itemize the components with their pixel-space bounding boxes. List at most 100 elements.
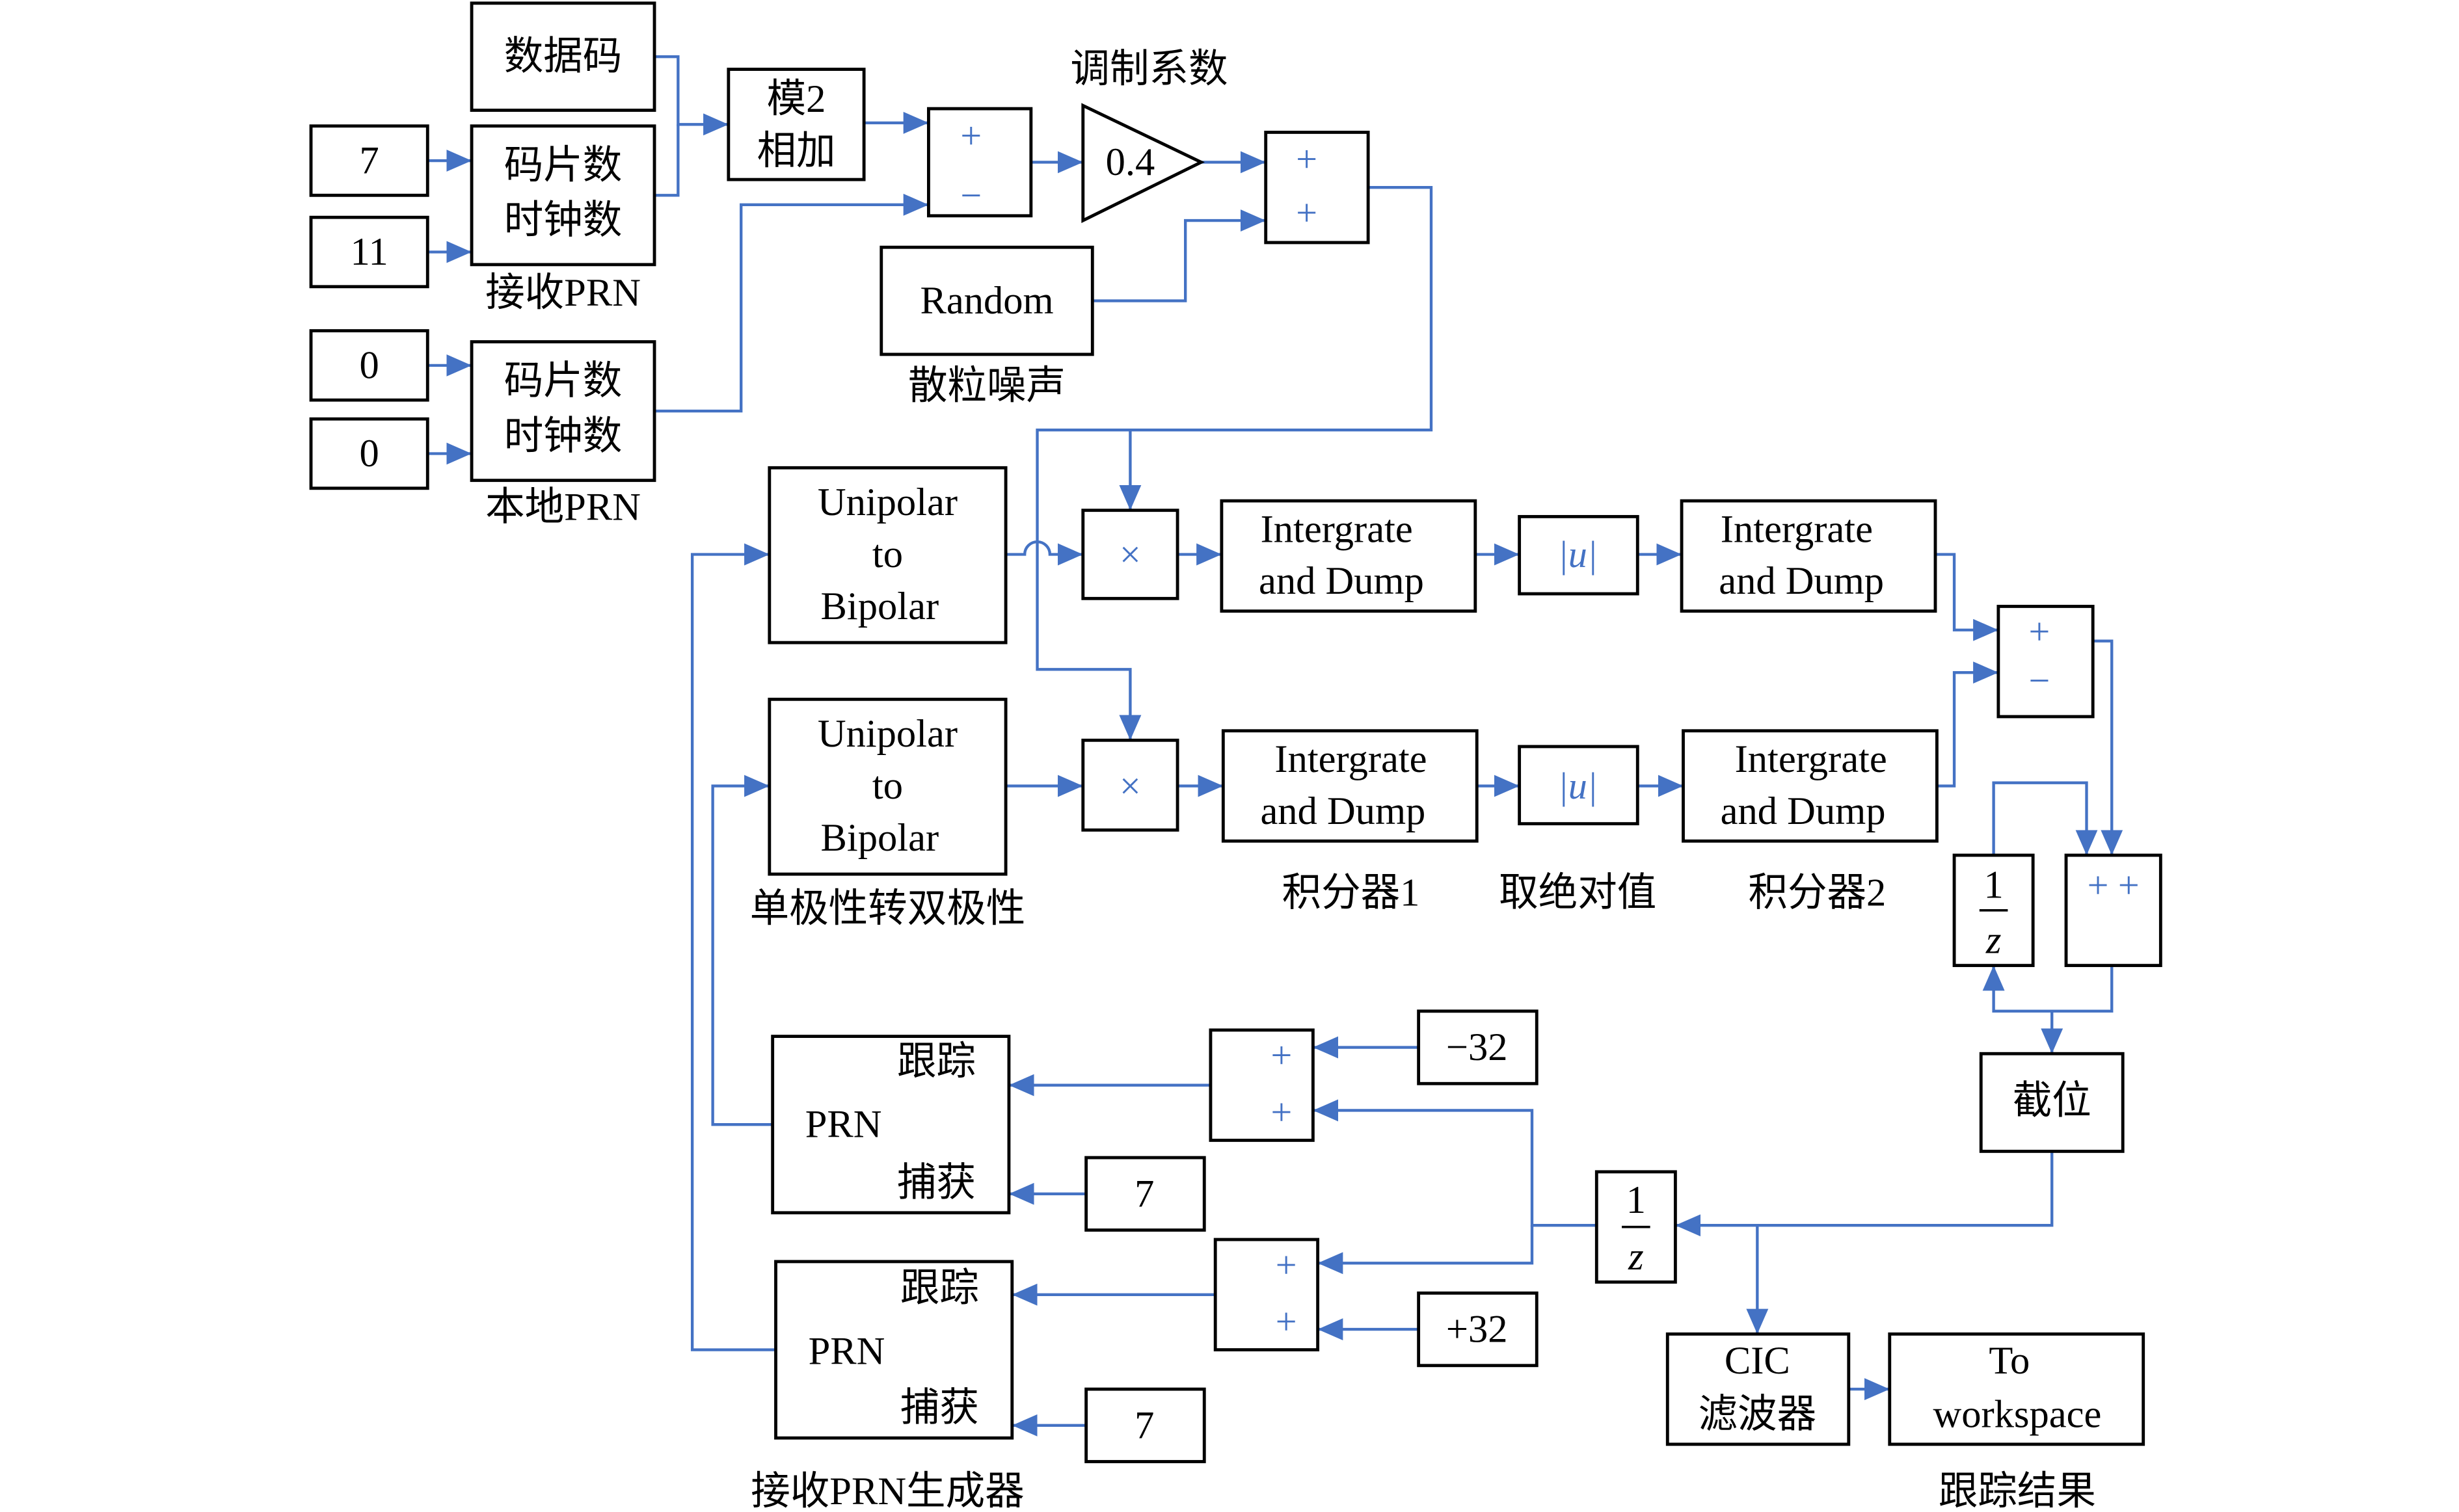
block-label: and Dump <box>1721 789 1886 833</box>
block-label: Unipolar <box>818 481 958 524</box>
block-label: 跟踪 <box>897 1040 976 1083</box>
abs-label: |u| <box>1558 765 1598 807</box>
block-label: 截位 <box>2013 1079 2091 1122</box>
multiply-block-2[interactable]: × <box>1081 738 1179 832</box>
integrate-dump-1[interactable]: Intergrate and Dump <box>1220 499 1477 613</box>
sum-plus-plus-block[interactable]: + + <box>1264 131 1370 245</box>
block-label: Intergrate <box>1274 737 1427 781</box>
data-code-block[interactable]: 数据码 <box>470 1 656 112</box>
sign: + <box>1296 138 1317 180</box>
abs-label: |u| <box>1558 533 1598 576</box>
sign: − <box>2028 659 2050 702</box>
delay-denominator: z <box>1628 1235 1644 1279</box>
sum-plus-minus-block[interactable]: + − <box>927 107 1033 218</box>
sum-upper-block[interactable]: + + <box>1209 1028 1315 1142</box>
block-label: PRN <box>809 1329 885 1373</box>
block-label: 0 <box>360 432 379 475</box>
block-label: 码片数 <box>504 144 623 187</box>
integrate-dump-4[interactable]: Intergrate and Dump <box>1682 729 1939 843</box>
block-label: To <box>1989 1339 2030 1383</box>
block-label: 捕获 <box>897 1161 976 1204</box>
block-label: CIC <box>1725 1339 1790 1383</box>
caption-integrator-2: 积分器2 <box>1748 871 1886 915</box>
sign: + <box>1271 1034 1293 1076</box>
constant-plus32-block[interactable]: +32 <box>1417 1291 1539 1368</box>
unit-delay-block-2[interactable]: 1 z <box>1594 1170 1677 1284</box>
block-label: 相加 <box>757 129 835 173</box>
block-label: Intergrate <box>1261 507 1413 551</box>
integrate-dump-2[interactable]: Intergrate and Dump <box>1680 499 1937 613</box>
delay-denominator: z <box>1985 918 2002 962</box>
sign: + <box>1276 1243 1297 1286</box>
unipolar-to-bipolar-2[interactable]: Unipolar to Bipolar <box>768 697 1008 876</box>
constant-7-block[interactable]: 7 <box>309 124 429 197</box>
block-label: PRN <box>805 1103 882 1147</box>
block-label: −32 <box>1446 1026 1508 1069</box>
sign: + <box>1276 1300 1297 1342</box>
caption-receive-prn: 接收PRN <box>485 271 641 315</box>
block-label: 数据码 <box>504 35 623 79</box>
gain-value: 0.4 <box>1106 140 1155 184</box>
mod2-add-block[interactable]: 模2 相加 <box>727 68 866 181</box>
block-label: 7 <box>360 139 379 183</box>
block-label: 11 <box>351 230 388 274</box>
local-prn-block[interactable]: 码片数 时钟数 <box>470 340 656 483</box>
unit-delay-block-1[interactable]: 1 z <box>1952 853 2035 968</box>
constant-minus32-block[interactable]: −32 <box>1417 1009 1539 1085</box>
constant-7b-block[interactable]: 7 <box>1084 1156 1206 1232</box>
sum-lower-block[interactable]: + + <box>1213 1238 1320 1351</box>
block-label: Bipolar <box>821 816 939 860</box>
block-label: to <box>872 533 903 576</box>
caption-noise: 散粒噪声 <box>908 364 1066 408</box>
sum-error-block[interactable]: + − <box>1996 605 2095 719</box>
caption-unipolar-bipolar: 单极性转双极性 <box>750 887 1026 931</box>
block-label: Intergrate <box>1735 737 1887 781</box>
block-label: 时钟数 <box>504 199 623 243</box>
block-label: Unipolar <box>818 712 958 756</box>
abs-block-1[interactable]: |u| <box>1518 514 1639 596</box>
receive-prn-block[interactable]: 码片数 时钟数 <box>470 124 656 267</box>
abs-block-2[interactable]: |u| <box>1518 745 1639 826</box>
block-label: 7 <box>1135 1172 1154 1215</box>
track-prn-acquire-2[interactable]: 跟踪 PRN 捕获 <box>774 1260 1014 1440</box>
random-block[interactable]: Random <box>880 245 1094 356</box>
block-label: and Dump <box>1259 559 1424 603</box>
unipolar-to-bipolar-1[interactable]: Unipolar to Bipolar <box>768 466 1008 644</box>
multiply-block-1[interactable]: × <box>1081 509 1179 600</box>
multiply-sign: × <box>1120 533 1141 576</box>
sign: − <box>960 174 982 217</box>
sign: + <box>960 114 982 157</box>
wires <box>427 55 2123 1437</box>
track-prn-acquire-1[interactable]: 跟踪 PRN 捕获 <box>771 1035 1011 1215</box>
caption-abs: 取绝对值 <box>1499 871 1656 915</box>
accumulator-sum-block[interactable]: + + <box>2064 853 2162 968</box>
block-label: 捕获 <box>900 1386 979 1430</box>
sign: + <box>2028 611 2050 653</box>
constant-0a-block[interactable]: 0 <box>309 329 429 402</box>
block-label: Random <box>920 279 1053 323</box>
sign: + <box>1296 191 1317 233</box>
constant-7c-block[interactable]: 7 <box>1084 1387 1206 1463</box>
delay-numerator: 1 <box>1983 864 2003 907</box>
block-label: 跟踪 <box>900 1267 979 1310</box>
block-label: +32 <box>1446 1308 1508 1351</box>
block-label: 时钟数 <box>504 414 623 458</box>
truncate-block[interactable]: 截位 <box>1979 1052 2125 1153</box>
block-label: 0 <box>360 343 379 387</box>
cic-filter-block[interactable]: CIC 滤波器 <box>1665 1332 1851 1446</box>
block-label: workspace <box>1933 1392 2102 1436</box>
caption-integrator-1: 积分器1 <box>1282 871 1420 915</box>
to-workspace-block[interactable]: To workspace <box>1888 1332 2145 1446</box>
caption-tracking-result: 跟踪结果 <box>1939 1470 2096 1512</box>
sign: + + <box>2088 864 2140 907</box>
block-label: Intergrate <box>1721 507 1873 551</box>
sign: + <box>1271 1091 1293 1133</box>
constant-11-block[interactable]: 11 <box>309 215 429 289</box>
gain-block[interactable]: 0.4 <box>1081 103 1205 223</box>
delay-numerator: 1 <box>1626 1178 1646 1222</box>
constant-0b-block[interactable]: 0 <box>309 417 429 490</box>
block-label: 滤波器 <box>1699 1392 1817 1436</box>
integrate-dump-3[interactable]: Intergrate and Dump <box>1221 729 1479 843</box>
block-label: and Dump <box>1719 559 1884 603</box>
